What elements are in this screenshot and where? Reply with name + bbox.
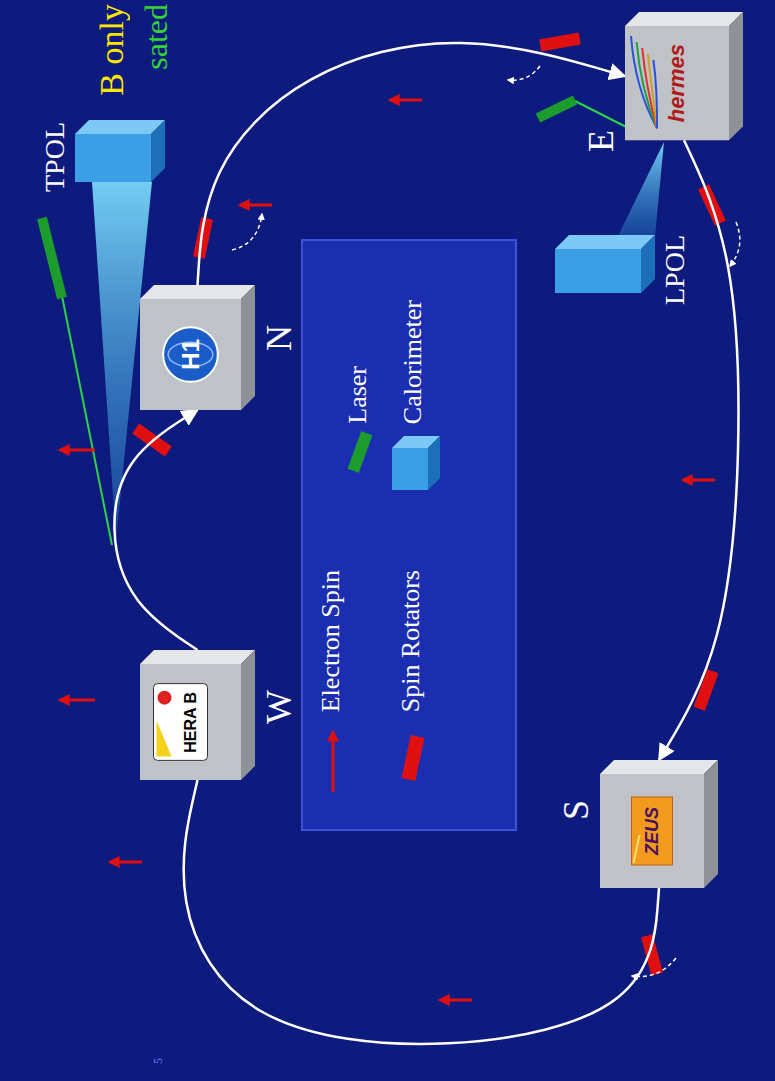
legend-entry: Spin Rotators [398, 570, 424, 712]
calorimeter-box [555, 235, 655, 293]
polarimeter-calorimeter: TPOL [75, 120, 165, 182]
legend-laser [348, 431, 373, 473]
logo-text: HERA B [182, 692, 200, 753]
legend-panel [302, 240, 516, 830]
beam-line [659, 140, 738, 760]
hall-label: LPOL [661, 235, 689, 305]
hall-label: TPOL [41, 122, 69, 192]
experiment-hall: WHERA B [140, 650, 255, 780]
logo-text: ZEUS [642, 807, 663, 855]
legend-entry: Laser [345, 366, 371, 424]
legend-entry: Electron Spin [318, 570, 344, 712]
page-number: 5 [152, 1058, 164, 1064]
beam-line [184, 780, 659, 1044]
hall-label: N [261, 325, 297, 351]
hall-label: S [558, 800, 594, 820]
spin-arrows [60, 100, 715, 1000]
beam-line [114, 410, 197, 650]
hall-label: W [261, 690, 297, 724]
legend-entry: Calorimeter [400, 300, 426, 424]
logo-text: hermes [664, 44, 690, 122]
laser-beam [62, 296, 112, 545]
experiment-hall: SZEUS [600, 760, 718, 888]
logo-text: H1 [177, 339, 205, 370]
title-fragment: sated [140, 4, 172, 70]
experiment-hall: Ehermes [625, 12, 743, 140]
calorimeter-box [75, 120, 165, 182]
laser [42, 218, 62, 298]
compton-cone [618, 142, 664, 236]
laser [538, 100, 575, 118]
spin-rotators [132, 33, 726, 976]
rotation-hints [232, 66, 740, 977]
title-fragment: B only [95, 4, 129, 96]
experiment-hall: NH1 [140, 285, 255, 410]
hall-label: E [583, 130, 619, 152]
legend-spin-arrow [332, 732, 335, 792]
legend-rotator [402, 735, 425, 781]
polarimeter-calorimeter: LPOL [555, 235, 655, 293]
legend-calorimeter [392, 436, 440, 490]
